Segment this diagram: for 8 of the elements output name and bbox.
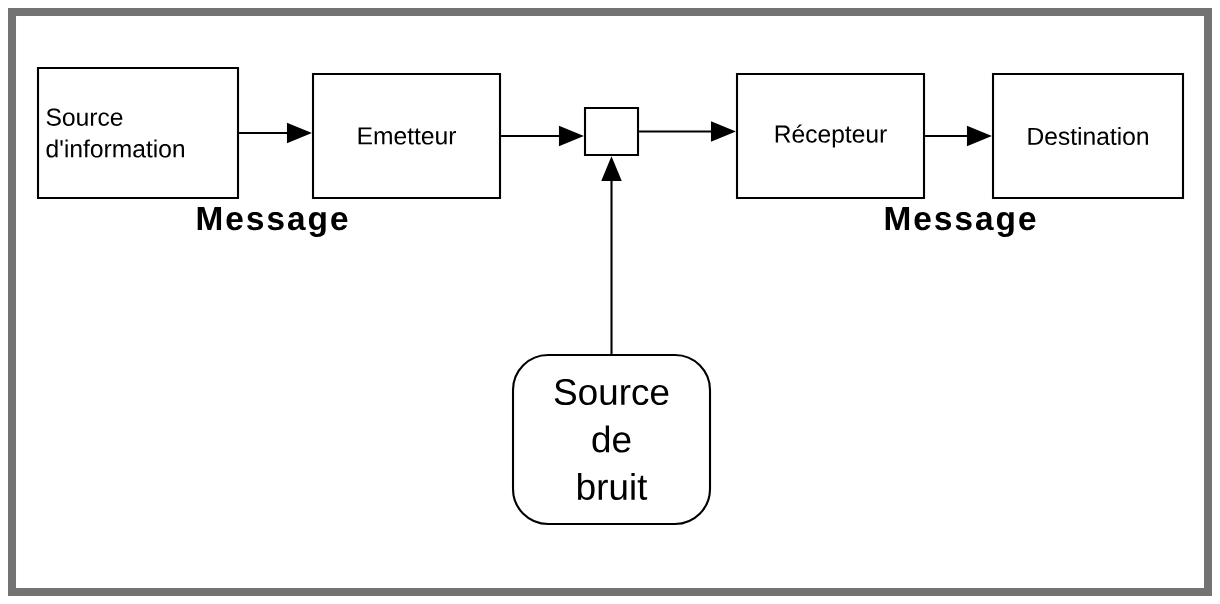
junction-box	[583, 106, 640, 157]
rounded-box: Source de bruit	[511, 353, 712, 526]
process-box: Source d'information	[36, 66, 240, 200]
message-label: Message	[197, 207, 348, 238]
message-label: Message	[885, 207, 1036, 238]
process-box: Récepteur	[735, 72, 926, 200]
process-box: Emetteur	[311, 72, 502, 200]
process-box: Destination	[991, 72, 1185, 200]
